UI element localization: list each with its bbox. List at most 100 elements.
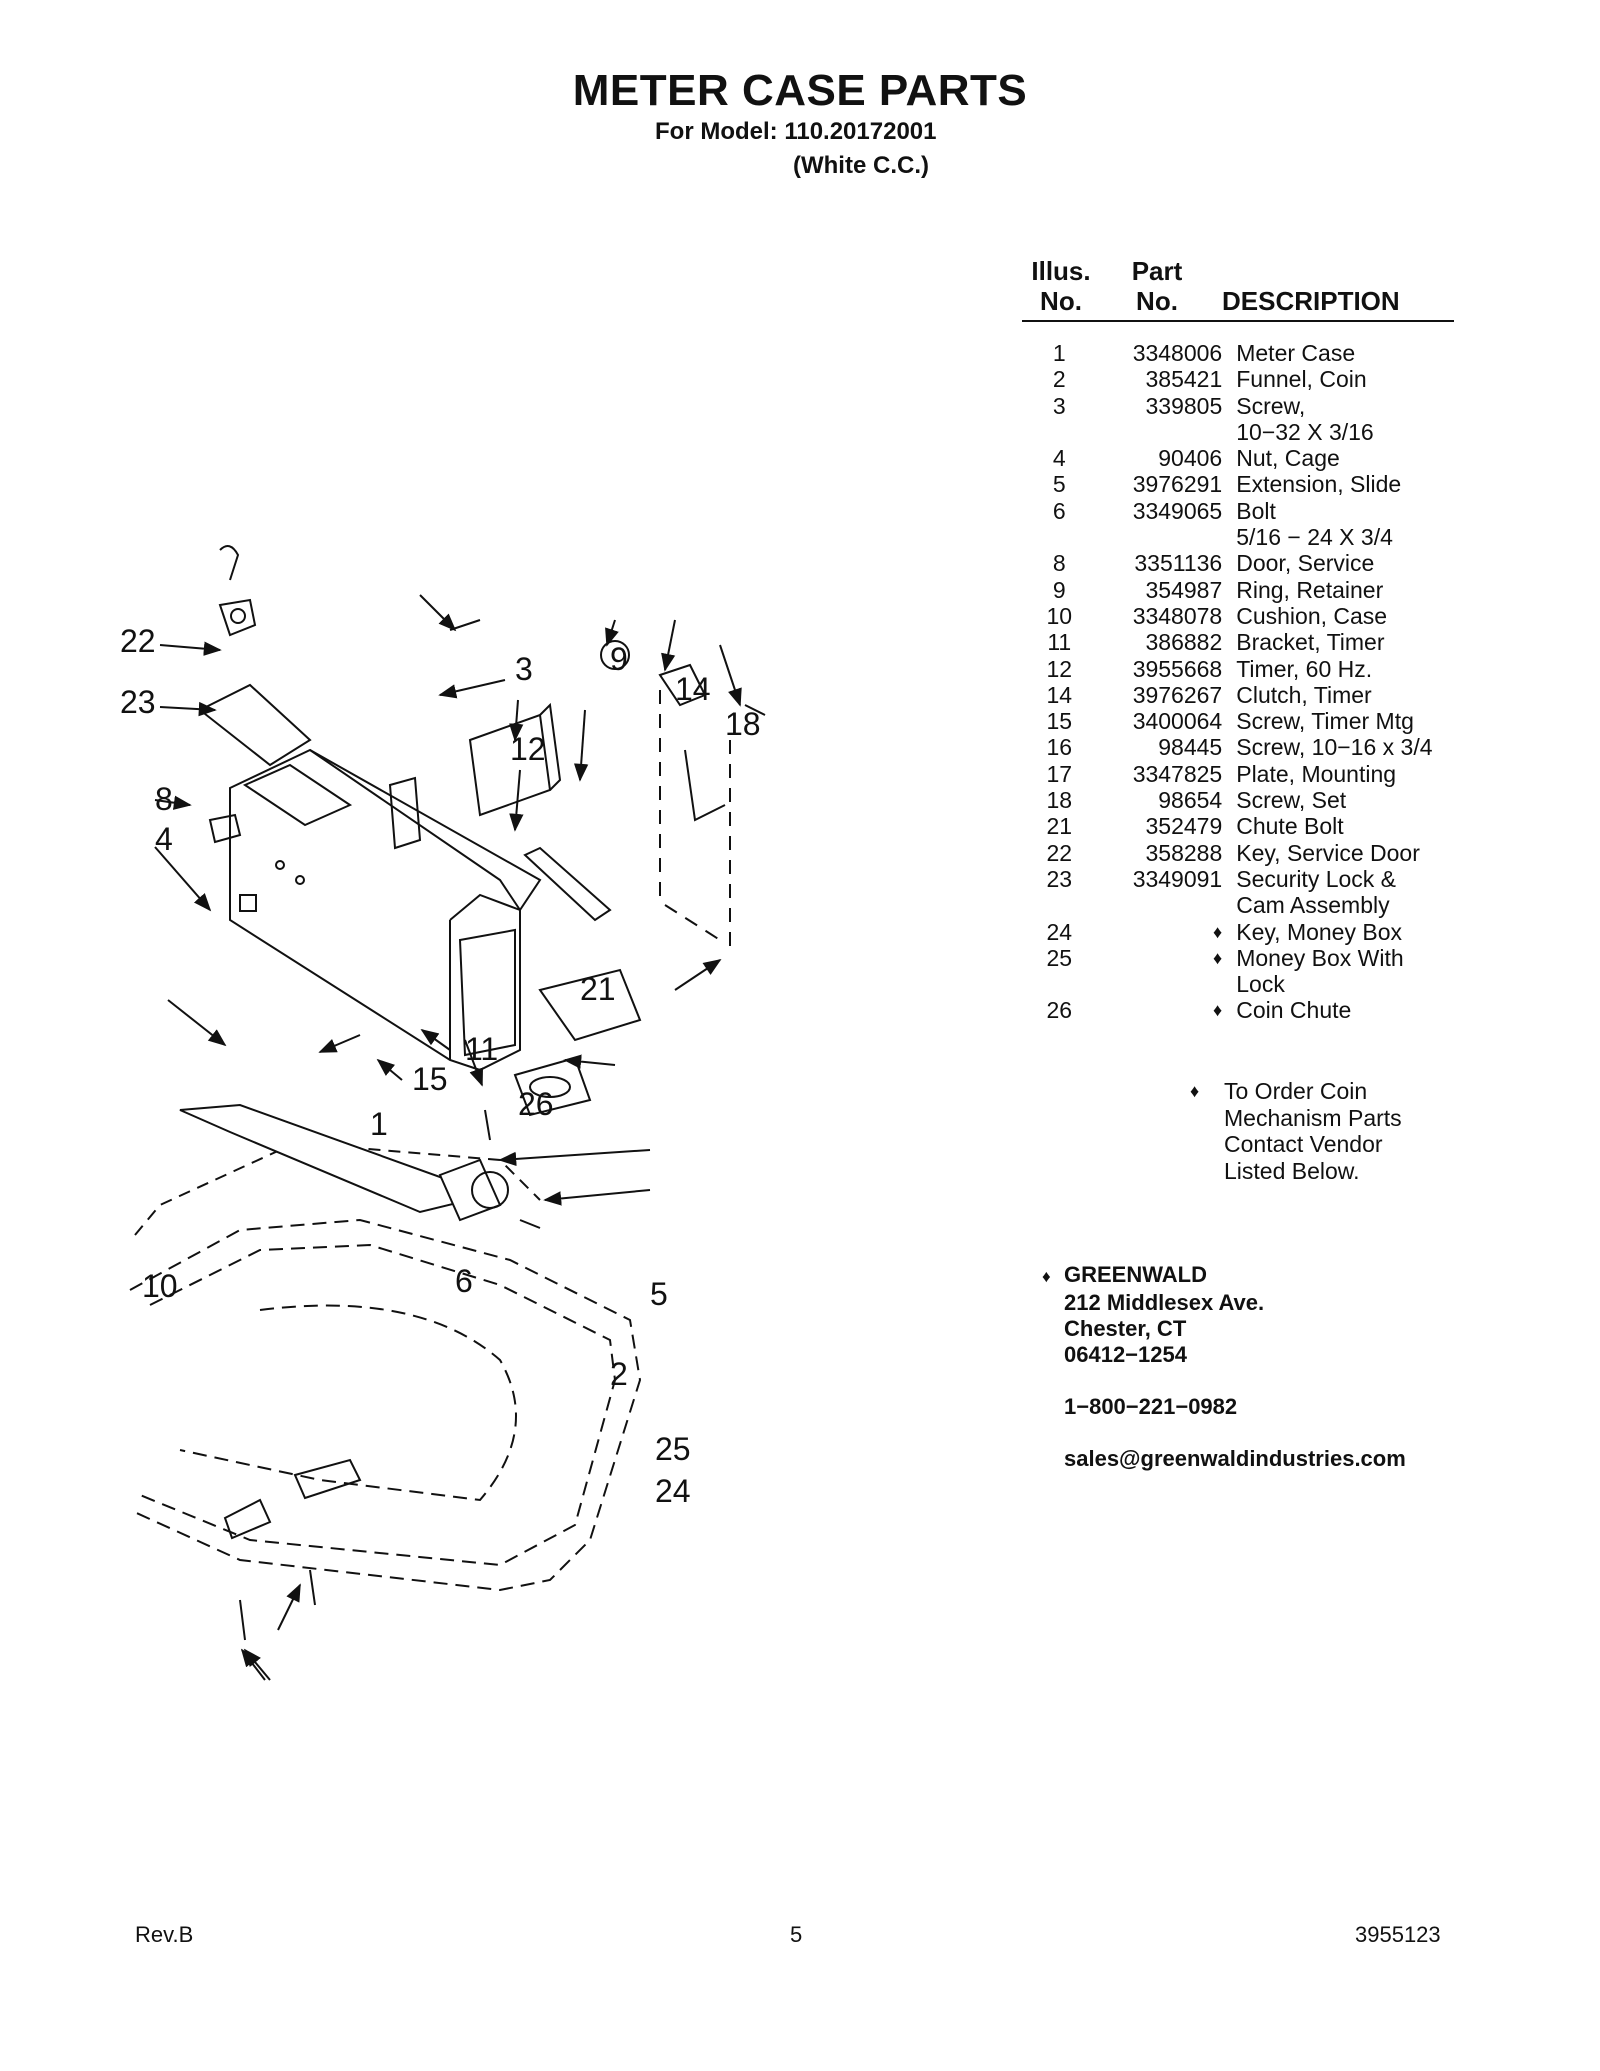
part-number: 3348006 (1132, 340, 1223, 366)
note-line: Listed Below. (1224, 1157, 1360, 1184)
part-description: Timer, 60 Hz. (1236, 655, 1373, 682)
part-number: 90406 (1158, 445, 1223, 472)
table-row: 10−32 X 3/16 (1022, 419, 1462, 445)
part-description: Screw, (1236, 392, 1306, 419)
illus-number: 1 (1052, 340, 1066, 366)
part-description: 5/16 − 24 X 3/4 (1236, 524, 1393, 551)
part-number (1097, 524, 1223, 550)
part-description: Coin Chute (1236, 997, 1352, 1024)
diamond-icon: ♦ (1190, 1081, 1200, 1101)
illus-number: 17 (1046, 760, 1073, 787)
table-row: Cam Assembly (1022, 892, 1462, 918)
part-description: Extension, Slide (1236, 471, 1402, 498)
exploded-parts-diagram: 22 23 8 4 3 9 14 18 12 11 15 1 21 26 5 2… (120, 545, 766, 1681)
vendor-phone: 1−800−221−0982 (1064, 1394, 1238, 1419)
callout-4: 4 (155, 821, 173, 857)
part-number: ♦ (1213, 1000, 1223, 1021)
vendor-zip: 06412−1254 (1064, 1342, 1187, 1367)
illus-number: 5 (1052, 471, 1066, 498)
part-number: 3348078 (1132, 602, 1223, 629)
part-description: Security Lock & (1236, 865, 1397, 892)
part-description: Clutch, Timer (1236, 681, 1372, 708)
illus-number: 18 (1046, 787, 1073, 814)
part-description: Bolt (1236, 497, 1276, 524)
model-number: For Model: 110.20172001 (655, 118, 937, 145)
vendor-name: GREENWALD (1064, 1262, 1207, 1287)
callout-12: 12 (510, 731, 546, 767)
table-row: 23 3349091 Security Lock & (1022, 866, 1462, 892)
illus-number: 11 (1047, 629, 1072, 656)
part-description: Funnel, Coin (1236, 366, 1367, 393)
illus-number: 23 (1046, 865, 1073, 892)
page-title: METER CASE PARTS (572, 66, 1028, 115)
callout-6: 6 (455, 1263, 473, 1299)
table-row: 12 3955668 Timer, 60 Hz. (1022, 656, 1462, 682)
revision-label: Rev.B (135, 1922, 194, 1947)
illus-header-line2: No. (1040, 286, 1082, 316)
callout-3: 3 (515, 651, 533, 687)
part-number: 3955668 (1132, 655, 1223, 682)
table-row: 25♦Money Box With (1022, 945, 1462, 971)
part-description: Screw, Set (1236, 787, 1347, 814)
part-description: 10−32 X 3/16 (1236, 418, 1374, 445)
illus-number (1022, 419, 1097, 445)
illus-number: 22 (1046, 839, 1073, 866)
part-number: 358288 (1145, 839, 1223, 866)
illus-number (1022, 524, 1097, 550)
callout-26: 26 (518, 1086, 554, 1122)
model-variant: (White C.C.) (793, 152, 929, 179)
diamond-icon: ♦ (1042, 1267, 1051, 1286)
vendor-contact: ♦GREENWALD 212 Middlesex Ave. Chester, C… (1042, 1262, 1406, 1472)
callout-22: 22 (120, 623, 156, 659)
note-line: Contact Vendor (1224, 1131, 1383, 1157)
table-row: 4 90406 Nut, Cage (1022, 445, 1462, 471)
part-description: Nut, Cage (1236, 445, 1340, 472)
callout-25: 25 (655, 1431, 691, 1467)
table-row: 18 98654 Screw, Set (1022, 787, 1462, 813)
table-row: Lock (1022, 971, 1462, 997)
part-number (1097, 892, 1223, 918)
part-header-line1: Part (1131, 256, 1183, 286)
part-number: 3400064 (1132, 708, 1223, 735)
part-number: 3349091 (1132, 865, 1223, 892)
part-description: Plate, Mounting (1236, 760, 1397, 787)
part-number: 98654 (1158, 787, 1223, 814)
illus-number: 3 (1052, 392, 1066, 419)
illus-number: 4 (1052, 445, 1066, 472)
illus-number: 15 (1046, 708, 1073, 735)
part-number: 3347825 (1132, 760, 1223, 787)
illus-number: 12 (1046, 655, 1073, 682)
illus-number: 2 (1052, 366, 1066, 393)
callout-21: 21 (580, 971, 616, 1007)
part-description: Ring, Retainer (1236, 576, 1384, 603)
part-number: 3976291 (1132, 471, 1223, 498)
illus-number: 6 (1052, 497, 1066, 524)
page-number: 5 (790, 1922, 803, 1947)
part-number: 98445 (1158, 734, 1223, 761)
part-number: 386882 (1145, 629, 1223, 656)
part-description: Door, Service (1236, 550, 1375, 577)
part-number: ♦ (1213, 921, 1223, 942)
part-description: Cushion, Case (1236, 602, 1388, 629)
diagram-callouts: 22 23 8 4 3 9 14 18 12 11 15 1 21 26 5 2… (120, 623, 761, 1509)
part-description: Bracket, Timer (1236, 629, 1385, 656)
callout-18: 18 (725, 706, 761, 742)
illus-number: 21 (1046, 813, 1073, 840)
callout-11: 11 (465, 1031, 498, 1067)
header-rule (1022, 320, 1454, 322)
callout-23: 23 (120, 684, 156, 720)
part-description: Key, Money Box (1236, 918, 1402, 945)
callout-14: 14 (675, 671, 711, 707)
table-row: 5/16 − 24 X 3/4 (1022, 524, 1462, 550)
part-number (1097, 419, 1223, 445)
part-number: 352479 (1145, 813, 1223, 840)
illus-number: 14 (1046, 681, 1073, 708)
part-header-line2: No. (1136, 286, 1178, 316)
illus-header-line1: Illus. (1031, 256, 1091, 286)
